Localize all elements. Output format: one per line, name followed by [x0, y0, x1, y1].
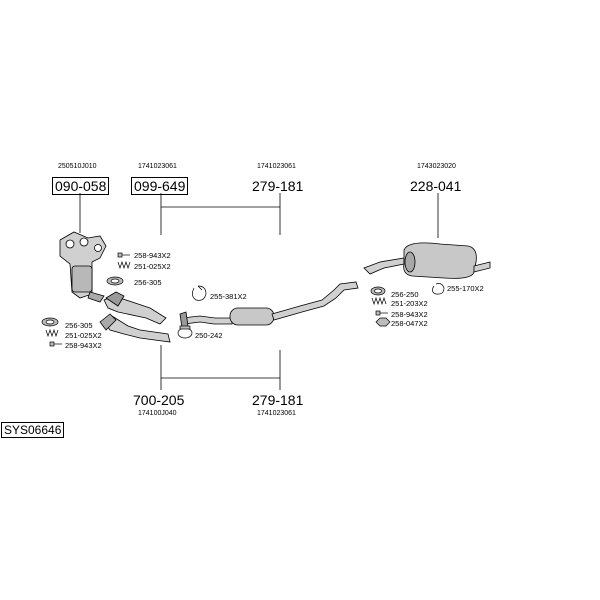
ref-middle-top: 1741023061	[257, 163, 296, 170]
label-clamp-c: 255-170X2	[447, 284, 484, 293]
label-bolt-b: 258-943X2	[65, 341, 102, 350]
label-spring-c: 251-203X2	[391, 299, 428, 308]
ref-rear-silencer: 1743023020	[417, 163, 456, 170]
clamp-icon	[177, 325, 193, 339]
label-clamp-a: 255-381X2	[210, 292, 247, 301]
bolt-icon	[117, 252, 130, 258]
bolt-icon	[49, 341, 62, 347]
part-middle-silencer-top: 279-181	[252, 178, 304, 194]
part-middle-silencer-bottom: 279-181	[252, 392, 304, 408]
ref-middle-bottom: 1741023061	[257, 410, 296, 417]
label-gasket-c: 256-250	[391, 290, 419, 299]
clamp-icon	[432, 283, 445, 295]
label-gasket-b: 256-305	[65, 321, 93, 330]
rear-silencer-icon	[363, 242, 491, 279]
ref-flex-pipe: 174100J040	[138, 410, 177, 417]
label-nut-c: 258-047X2	[391, 319, 428, 328]
flex-pipe-icon	[99, 313, 171, 343]
label-bolt-a: 258-943X2	[134, 251, 171, 260]
ref-front-pipe: 1741023061	[138, 163, 177, 170]
label-gasket-a: 256-305	[134, 278, 162, 287]
catalyst-icon	[59, 231, 107, 303]
spring-icon	[371, 296, 387, 306]
label-spring-a: 251-025X2	[134, 262, 171, 271]
front-pipe-icon	[103, 291, 167, 325]
part-flex-pipe: 700-205	[133, 392, 185, 408]
spring-icon	[117, 260, 131, 270]
clamp-icon	[192, 285, 207, 301]
spring-icon	[45, 328, 59, 338]
label-spring-b: 251-025X2	[65, 331, 102, 340]
label-clamp-b: 250-242	[195, 331, 223, 340]
part-front-pipe: 099-649	[131, 177, 189, 195]
label-bolt-c: 258-943X2	[391, 310, 428, 319]
middle-silencer-icon	[179, 281, 359, 329]
part-rear-silencer: 228-041	[410, 178, 462, 194]
ref-catalyst: 250510J010	[58, 163, 97, 170]
nut-icon	[375, 317, 391, 327]
part-catalyst: 090-058	[52, 177, 110, 195]
diagram-code: SYS06646	[1, 422, 65, 438]
bolt-icon	[375, 310, 388, 316]
